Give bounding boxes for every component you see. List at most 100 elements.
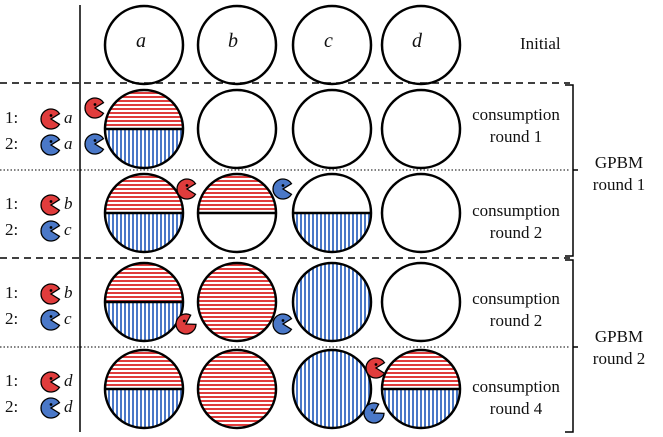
- agent-two-target: c: [64, 309, 72, 328]
- resource-outline: [291, 88, 373, 170]
- agent-two-label: 2:: [5, 134, 19, 153]
- pacman-eye: [49, 315, 53, 318]
- agent-two-label: 2:: [5, 397, 19, 416]
- agent-two-target: d: [64, 397, 73, 416]
- resource-outline: [380, 261, 462, 343]
- agent-one-label: 1:: [5, 194, 19, 213]
- row-label-3: consumption round 2: [458, 288, 574, 332]
- resource-half-blue: [105, 302, 183, 341]
- row-label-line2: round 2: [489, 223, 543, 242]
- resource-outline: [196, 261, 278, 343]
- resource-a: [103, 348, 185, 430]
- initial-label: Initial: [520, 34, 561, 53]
- pacman-eye: [281, 184, 285, 187]
- row-label-line2: round 2: [489, 311, 543, 330]
- pacman-eye: [49, 114, 53, 117]
- resource-outline: [380, 172, 462, 254]
- pacman-eye: [185, 184, 189, 187]
- resource-initial-b: [196, 4, 278, 86]
- resource-c: [291, 261, 373, 343]
- resource-fill-blue: [293, 263, 371, 341]
- resource-fill-red: [198, 263, 276, 341]
- gpbm-line1: GPBM: [594, 327, 644, 346]
- resource-a: [103, 172, 185, 254]
- row-label-line2: round 4: [489, 399, 543, 418]
- agent-one-pacman-icon: [84, 97, 105, 119]
- pacman-eye: [49, 140, 53, 143]
- agent-one-label: 1:: [5, 371, 19, 390]
- brace-1: [565, 84, 578, 257]
- resource-half-blue: [105, 213, 183, 252]
- gpbm-line1: GPBM: [594, 153, 644, 172]
- agent-two-pacman-icon: [272, 178, 293, 200]
- agent-two-pacman-icon: [40, 309, 61, 331]
- agent-two-pacman-icon: [363, 402, 385, 424]
- resource-d: [380, 172, 462, 254]
- resource-outline: [380, 88, 462, 170]
- resource-half-red: [105, 350, 183, 389]
- pacman-eye: [182, 319, 186, 323]
- column-label-c: c: [324, 30, 333, 52]
- pacman-eye: [374, 363, 378, 366]
- row-label-line1: consumption: [472, 105, 560, 124]
- resource-d: [380, 88, 462, 170]
- resource-half-blue: [105, 389, 183, 428]
- resource-a: [103, 261, 185, 343]
- resource-c: [291, 172, 373, 254]
- resource-half-red: [198, 174, 276, 213]
- gpbm-line2: round 2: [592, 349, 646, 368]
- resource-half-red: [105, 263, 183, 302]
- resource-d: [380, 348, 462, 430]
- resource-outline: [196, 4, 278, 86]
- agent-one-label: 1:: [5, 283, 19, 302]
- agent-two-pacman-icon: [272, 313, 293, 335]
- resource-fill-blue: [293, 350, 371, 428]
- agent-two-target: c: [64, 220, 72, 239]
- agent-one-pacman-icon: [40, 194, 61, 216]
- resource-half-blue: [382, 389, 460, 428]
- row-label-line1: consumption: [472, 377, 560, 396]
- agent-one-target: d: [64, 371, 73, 390]
- agent-two-pacman-icon: [40, 220, 61, 242]
- resource-half-red: [105, 90, 183, 129]
- agent-one-target: b: [64, 194, 73, 213]
- resource-c: [291, 88, 373, 170]
- resource-outline: [291, 348, 373, 430]
- resource-fill-red: [198, 350, 276, 428]
- pacman-eye: [281, 319, 285, 322]
- row-label-4: consumption round 4: [458, 376, 574, 420]
- resource-b: [196, 172, 278, 254]
- resource-half-blue: [105, 129, 183, 168]
- resource-b: [196, 261, 278, 343]
- resource-half-red: [382, 350, 460, 389]
- agent-two-target: a: [64, 134, 73, 153]
- agent-one-target: a: [64, 108, 73, 127]
- row-label-2: consumption round 2: [458, 200, 574, 244]
- agent-one-label: 1:: [5, 108, 19, 127]
- pacman-eye: [49, 226, 53, 229]
- resource-outline: [380, 4, 462, 86]
- resource-b: [196, 348, 278, 430]
- resource-half-red: [105, 174, 183, 213]
- agent-one-pacman-icon: [175, 313, 197, 335]
- gpbm-braces: [565, 84, 578, 433]
- gpbm-label-1: GPBM round 1: [578, 152, 660, 196]
- resource-d: [380, 261, 462, 343]
- resource-c: [291, 348, 373, 430]
- gpbm-line2: round 1: [592, 175, 646, 194]
- agent-one-pacman-icon: [40, 108, 61, 130]
- resource-outline: [291, 4, 373, 86]
- agent-two-pacman-icon: [84, 133, 105, 155]
- row-label-line1: consumption: [472, 201, 560, 220]
- pacman-eye: [49, 289, 53, 292]
- column-label-a: a: [136, 30, 146, 52]
- resource-initial-d: [380, 4, 462, 86]
- row-label-1: consumption round 1: [458, 104, 574, 148]
- resource-initial-c: [291, 4, 373, 86]
- agent-one-pacman-icon: [40, 371, 61, 393]
- resource-half-blue: [293, 213, 371, 252]
- resource-outline: [196, 88, 278, 170]
- agent-two-pacman-icon: [40, 397, 61, 419]
- column-label-b: b: [228, 30, 238, 52]
